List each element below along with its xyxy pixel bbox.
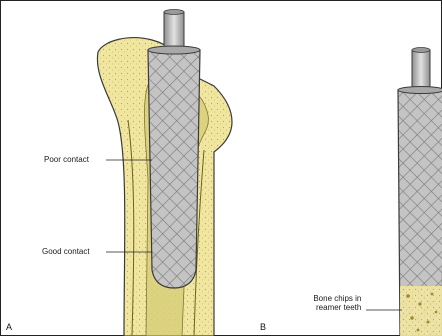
bone-chips-label: Bone chips in reamer teeth: [310, 294, 361, 312]
poor-contact-label: Poor contact: [44, 155, 89, 164]
good-contact-label: Good contact: [42, 247, 90, 256]
panel-letter-b: B: [260, 322, 266, 332]
panel-letter-a: A: [6, 322, 12, 332]
bone-chips-label-line1: Bone chips in: [310, 294, 361, 303]
reamer-a: [148, 10, 200, 289]
bone-chips-label-line2: reamer teeth: [310, 303, 361, 312]
bone-chips: [400, 286, 442, 336]
